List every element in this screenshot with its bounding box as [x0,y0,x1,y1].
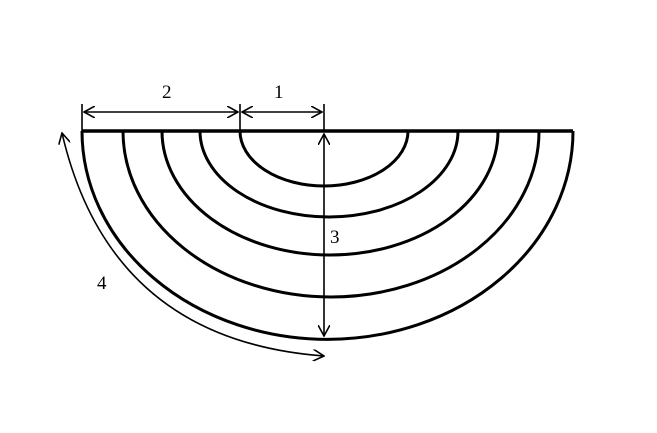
layer-arcs [80,130,575,341]
label-1: 1 [274,82,284,103]
layer-arc-2 [121,130,541,299]
label-4: 4 [97,273,107,294]
dimension-arrow-4 [62,133,324,356]
layer-arc-4 [198,130,460,219]
label-2: 2 [162,82,172,103]
label-3: 3 [330,227,340,248]
layer-arc-1 [80,130,575,341]
